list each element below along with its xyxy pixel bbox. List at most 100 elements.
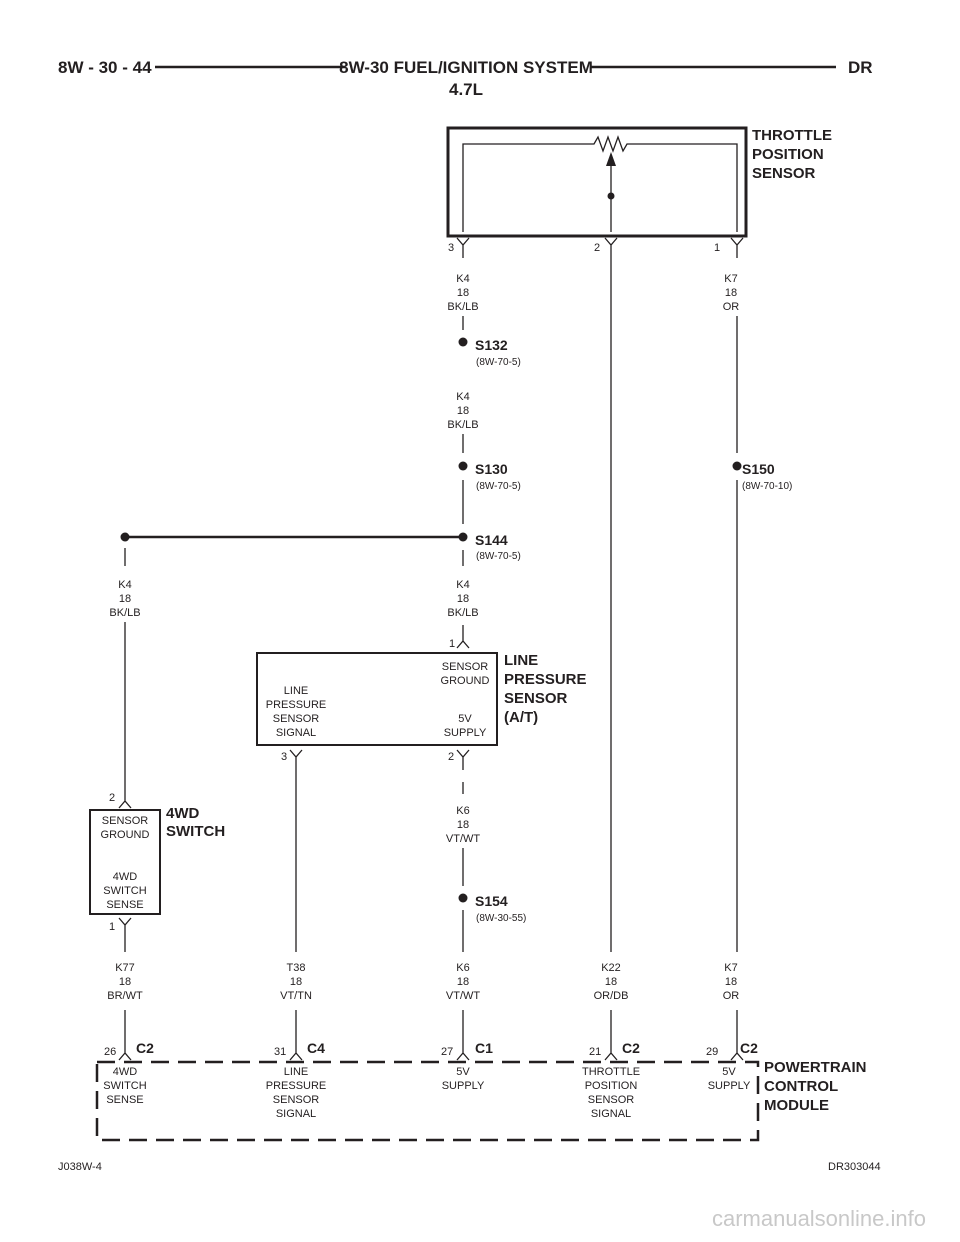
pcm-conn-21: 21 C2 THROTTLE POSITION SENSOR SIGNAL (582, 1040, 640, 1120)
pcm-conn-label-2: POSITION (585, 1080, 638, 1092)
wire-code: K7 (724, 962, 737, 974)
model-code: DR (848, 58, 873, 77)
watermark: carmanualsonline.info (712, 1206, 926, 1231)
splice-s154-label: S154 (475, 893, 508, 909)
wire-label-k6-b: K6 18 VT/WT (446, 962, 480, 1002)
pcm-title-3: MODULE (764, 1097, 829, 1114)
splice-s154-ref: (8W-30-55) (476, 913, 526, 924)
wire-label-k4-a: K4 18 BK/LB (447, 273, 478, 313)
splice-s132-dot (458, 337, 468, 347)
pcm-conn-label-1: THROTTLE (582, 1066, 640, 1078)
splice-s150-label: S150 (742, 461, 775, 477)
wire-label-k6-a: K6 18 VT/WT (446, 805, 480, 845)
lps-label-signal-3: SENSOR (273, 713, 320, 725)
page-number: 8W - 30 - 44 (58, 58, 152, 77)
pcm-conn-id: C4 (307, 1040, 325, 1056)
splice-s150-ref: (8W-70-10) (742, 481, 792, 492)
pcm-conn-id: C2 (136, 1040, 154, 1056)
pcm-pin: 27 (441, 1046, 453, 1058)
wire-code: K77 (115, 962, 135, 974)
wire-color: VT/WT (446, 833, 480, 845)
pcm-conn-id: C1 (475, 1040, 493, 1056)
tps-pin-3: 3 (448, 242, 454, 254)
sw4wd-body (89, 809, 161, 915)
wire-label-k4-b: K4 18 BK/LB (447, 391, 478, 431)
lps-pin-2: 2 (448, 751, 454, 763)
wire-gauge: 18 (457, 819, 469, 831)
splice-s144-dot (458, 532, 468, 542)
pcm-title-1: POWERTRAIN (764, 1059, 867, 1076)
footer-right-code: DR303044 (828, 1161, 881, 1173)
wire-gauge: 18 (725, 976, 737, 988)
wire-gauge: 18 (457, 976, 469, 988)
tps-connector-1 (730, 237, 744, 258)
splice-s150-dot (732, 461, 742, 471)
lps-connector-2 (456, 749, 470, 770)
four-wd-switch: 2 1 SENSOR GROUND 4WD SWITCH SENSE 4WD S… (89, 792, 225, 933)
wire-label-k77: K77 18 BR/WT (107, 962, 143, 1002)
splice-s144-label: S144 (475, 532, 508, 548)
pcm-connector-29 (730, 1040, 744, 1061)
tps-pin-2: 2 (594, 242, 600, 254)
sw4wd-label-sense-3: SENSE (106, 899, 143, 911)
page-header: 8W - 30 - 44 8W-30 FUEL/IGNITION SYSTEM … (58, 58, 873, 99)
pcm-conn-label-4: SIGNAL (276, 1108, 316, 1120)
page-footer: J038W-4 DR303044 carmanualsonline.info (58, 1161, 926, 1231)
sw4wd-pin-2: 2 (109, 792, 115, 804)
tps-resistor (462, 135, 738, 232)
sw4wd-title-1: 4WD (166, 805, 200, 822)
sw4wd-connector-2 (118, 789, 132, 809)
wire-code: K6 (456, 962, 469, 974)
sw4wd-title-2: SWITCH (166, 823, 225, 840)
lps-label-supply-1: 5V (458, 713, 472, 725)
pcm-pin: 29 (706, 1046, 718, 1058)
wire-gauge: 18 (605, 976, 617, 988)
lps-pin-3: 3 (281, 751, 287, 763)
pcm-conn-label-1: LINE (284, 1066, 308, 1078)
tps-title-1: THROTTLE (752, 127, 832, 144)
wire-color: BK/LB (447, 607, 478, 619)
pcm-conn-26: 26 C2 4WD SWITCH SENSE (103, 1040, 154, 1106)
pcm-connector-27 (456, 1040, 470, 1061)
tps-body (446, 126, 748, 238)
lps-label-signal-4: SIGNAL (276, 727, 316, 739)
pcm-conn-label-3: SENSOR (588, 1094, 635, 1106)
lps-label-signal-2: PRESSURE (266, 699, 327, 711)
pcm-conn-label-3: SENSOR (273, 1094, 320, 1106)
wire-gauge: 18 (457, 593, 469, 605)
pcm-pin: 21 (589, 1046, 601, 1058)
page-title: 8W-30 FUEL/IGNITION SYSTEM (339, 58, 593, 77)
pcm-conn-id: C2 (740, 1040, 758, 1056)
tps-connector-2 (604, 237, 618, 258)
tps-wiper-arrow (606, 152, 616, 166)
wire-code: K7 (724, 273, 737, 285)
footer-left-code: J038W-4 (58, 1161, 102, 1173)
wire-code: K6 (456, 805, 469, 817)
pcm-conn-label-2: SUPPLY (708, 1080, 751, 1092)
pcm-conn-27: 27 C1 5V SUPPLY (441, 1040, 493, 1092)
wire-color: VT/TN (280, 990, 312, 1002)
wire-color: BK/LB (447, 419, 478, 431)
pcm-connector-21 (604, 1040, 618, 1061)
wire-label-k4-left: K4 18 BK/LB (109, 579, 140, 619)
tps-title-2: POSITION (752, 146, 824, 163)
pcm-conn-label-2: PRESSURE (266, 1080, 327, 1092)
pcm-conn-label-1: 5V (722, 1066, 736, 1078)
pcm-conn-label-1: 5V (456, 1066, 470, 1078)
wire-code: K4 (118, 579, 131, 591)
lps-label-supply-2: SUPPLY (444, 727, 487, 739)
powertrain-control-module: 26 C2 4WD SWITCH SENSE 31 C4 LINE PRESSU… (95, 1040, 867, 1142)
wire-label-k7-b: K7 18 OR (723, 962, 740, 1002)
splice-s132-ref: (8W-70-5) (476, 357, 521, 368)
lps-title-2: PRESSURE (504, 671, 587, 688)
lps-title-1: LINE (504, 652, 538, 669)
wire-gauge: 18 (457, 405, 469, 417)
wire-label-t38: T38 18 VT/TN (280, 962, 312, 1002)
splice-4wd-branch-dot (120, 532, 130, 542)
tps-wiper-node (607, 192, 615, 200)
splice-s130-dot (458, 461, 468, 471)
pcm-pin: 31 (274, 1046, 286, 1058)
wire-color: VT/WT (446, 990, 480, 1002)
sw4wd-label-ground-1: SENSOR (102, 815, 149, 827)
